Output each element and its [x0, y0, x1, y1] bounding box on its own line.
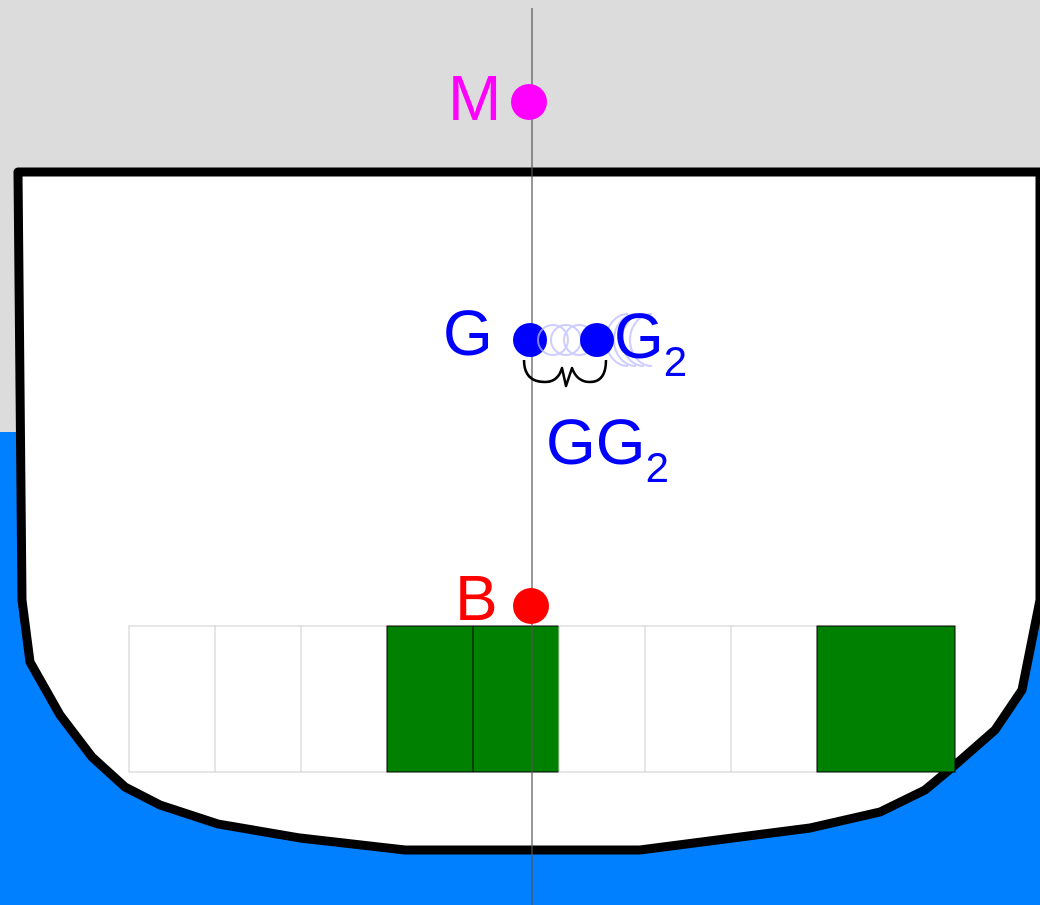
center-of-gravity: G	[443, 297, 547, 369]
ballast-tank-empty	[214, 625, 302, 773]
ballast-tank-empty	[128, 625, 216, 773]
ballast-tank-filled	[386, 625, 474, 773]
shifted-center-of-gravity: G2	[580, 300, 687, 385]
center-of-buoyancy: B	[455, 562, 549, 634]
shift-base: GG	[546, 406, 646, 478]
shift-label: GG2	[546, 406, 669, 491]
center-of-buoyancy-label: B	[455, 562, 498, 634]
ballast-tank-empty	[730, 625, 818, 773]
shifted-gravity-base: G	[614, 300, 664, 372]
shifted-center-of-gravity-point	[580, 323, 614, 357]
ballast-tank-empty	[300, 625, 388, 773]
trail-point	[537, 324, 569, 356]
metacenter: M	[448, 62, 547, 134]
shifted-center-of-gravity-label: G2	[614, 300, 687, 385]
ballast-tank-empty	[558, 625, 646, 773]
trail-ghost-g	[629, 313, 653, 367]
shift-subscript: 2	[646, 444, 669, 491]
ballast-tank-filled	[816, 625, 956, 773]
shifted-gravity-subscript: 2	[664, 338, 687, 385]
trail-ghost-g	[621, 313, 645, 367]
center-of-gravity-label: G	[443, 297, 493, 369]
metacenter-label: M	[448, 62, 501, 134]
center-of-gravity-point	[513, 323, 547, 357]
ballast-tank-filled	[472, 625, 560, 773]
tanks	[128, 625, 956, 773]
shift-brace	[522, 359, 608, 388]
center-of-buoyancy-point	[513, 588, 549, 624]
ballast-tank-empty	[644, 625, 732, 773]
metacenter-point	[511, 84, 547, 120]
